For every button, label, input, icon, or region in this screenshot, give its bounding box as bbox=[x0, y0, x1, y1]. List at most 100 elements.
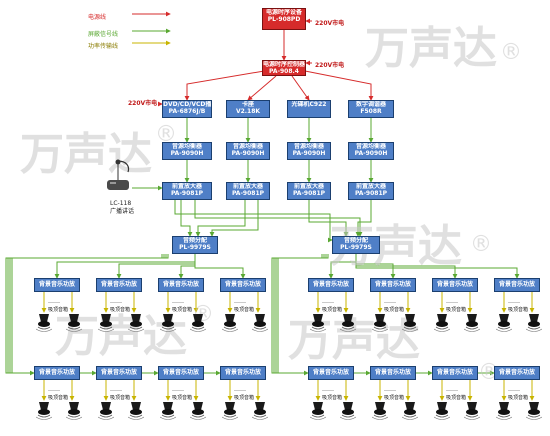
speaker-label: 吸顶音箱 bbox=[446, 395, 467, 401]
preamp-1: 前置放大器 PA-9081P bbox=[162, 182, 212, 200]
amplifier-label: 背景音乐功放 bbox=[498, 369, 535, 376]
speaker-label: 吸顶音箱 bbox=[48, 307, 69, 313]
speaker-dots: …… bbox=[446, 298, 458, 305]
preamp-2: 前置放大器 PA-9081P bbox=[226, 182, 270, 200]
speaker-dots: …… bbox=[172, 386, 184, 393]
amplifier-label: 背景音乐功放 bbox=[224, 369, 261, 376]
speaker-label: 吸顶音箱 bbox=[508, 307, 529, 313]
mic-label: 广播讲话 bbox=[110, 208, 135, 215]
background-music-amplifier: 背景音乐功放 bbox=[308, 278, 354, 292]
mic-model: LC-118 bbox=[110, 200, 132, 207]
speaker-label: 吸顶音箱 bbox=[384, 395, 405, 401]
power-label-sequencer: 220V市电 bbox=[315, 62, 345, 69]
amplifier-label: 背景音乐功放 bbox=[498, 281, 535, 288]
equalizer-name: 音源均衡器 bbox=[232, 143, 263, 150]
distributor-model: PL-9979S bbox=[340, 244, 372, 251]
speaker-label: 吸顶音箱 bbox=[508, 395, 529, 401]
legend-power: 电源线 bbox=[88, 14, 107, 21]
equalizer-model: PA-9090H bbox=[292, 150, 326, 157]
speaker-dots: …… bbox=[234, 386, 246, 393]
power-wire bbox=[184, 69, 271, 101]
power-wire bbox=[247, 75, 277, 101]
speaker-label: 吸顶音箱 bbox=[384, 307, 405, 313]
legend-speaker: 功率传输线 bbox=[88, 43, 119, 50]
background-music-amplifier: 背景音乐功放 bbox=[158, 278, 204, 292]
background-music-amplifier: 背景音乐功放 bbox=[370, 366, 416, 380]
speaker-label: 吸顶音箱 bbox=[172, 395, 193, 401]
preamp-3: 前置放大器 PA-9081P bbox=[287, 182, 331, 200]
amplifier-label: 背景音乐功放 bbox=[38, 281, 75, 288]
preamp-name: 前置放大器 bbox=[232, 183, 263, 190]
distributor-right: 音频分配 PL-9979S bbox=[332, 236, 380, 254]
preamp-model: PA-9081P bbox=[170, 190, 204, 197]
watermark-mark: ® bbox=[155, 122, 177, 147]
speaker-label: 吸顶音箱 bbox=[234, 395, 255, 401]
source-name: 数字调谐器 bbox=[355, 101, 386, 108]
source-model: F508R bbox=[360, 108, 382, 115]
sequencer-model: PA-908.4 bbox=[269, 68, 299, 75]
power-sequencer: 电源时序控制器 PA-908.4 bbox=[262, 60, 306, 76]
equalizer-model: PA-9090H bbox=[354, 150, 388, 157]
preamp-4: 前置放大器 PA-9081P bbox=[348, 182, 394, 200]
sequencer-name: 电源时序控制器 bbox=[263, 61, 305, 68]
distributor-name: 音频分配 bbox=[343, 237, 368, 244]
speaker-label: 吸顶音箱 bbox=[110, 307, 131, 313]
amplifier-label: 背景音乐功放 bbox=[374, 281, 411, 288]
preamp-name: 前置放大器 bbox=[293, 183, 324, 190]
signal-wire bbox=[209, 200, 259, 237]
speaker-dots: …… bbox=[48, 386, 60, 393]
background-music-amplifier: 背景音乐功放 bbox=[370, 278, 416, 292]
amplifier-label: 背景音乐功放 bbox=[162, 281, 199, 288]
equalizer-name: 音源均衡器 bbox=[355, 143, 386, 150]
speaker-dots: …… bbox=[322, 298, 334, 305]
background-music-amplifier: 背景音乐功放 bbox=[96, 278, 142, 292]
background-music-amplifier: 背景音乐功放 bbox=[96, 366, 142, 380]
speaker-label: 吸顶音箱 bbox=[322, 307, 343, 313]
power-label-dvd: 220V市电 bbox=[128, 100, 158, 107]
background-music-amplifier: 背景音乐功放 bbox=[158, 366, 204, 380]
background-music-amplifier: 背景音乐功放 bbox=[432, 278, 478, 292]
speaker-label: 吸顶音箱 bbox=[322, 395, 343, 401]
source-cd: 光碟机C922 bbox=[287, 100, 331, 118]
preamp-model: PA-9081P bbox=[231, 190, 265, 197]
speaker-dots: …… bbox=[172, 298, 184, 305]
signal-wire bbox=[195, 200, 246, 237]
legend-signal: 屏蔽信号线 bbox=[88, 31, 119, 38]
speaker-label: 吸顶音箱 bbox=[446, 307, 467, 313]
source-name: DVD/CD/VCD播放机 bbox=[163, 101, 211, 108]
amplifier-label: 背景音乐功放 bbox=[312, 281, 349, 288]
power-device-model: PL-908PD bbox=[267, 16, 301, 23]
signal-wire bbox=[355, 200, 372, 237]
watermark: 万声达 bbox=[20, 129, 152, 180]
signal-wire bbox=[180, 200, 193, 237]
background-music-amplifier: 背景音乐功放 bbox=[494, 278, 540, 292]
background-music-amplifier: 背景音乐功放 bbox=[308, 366, 354, 380]
source-model: V2.18K bbox=[235, 108, 261, 115]
signal-wire bbox=[178, 254, 196, 279]
speaker-label: 吸顶音箱 bbox=[110, 395, 131, 401]
microphone-icon bbox=[104, 158, 132, 194]
amplifier-label: 背景音乐功放 bbox=[38, 369, 75, 376]
source-tuner: 数字调谐器 F508R bbox=[348, 100, 394, 118]
speaker-dots: …… bbox=[110, 298, 122, 305]
amplifier-label: 背景音乐功放 bbox=[100, 369, 137, 376]
power-wire bbox=[291, 75, 310, 101]
speaker-dots: …… bbox=[110, 386, 122, 393]
watermark-mark: ® bbox=[500, 40, 522, 65]
speaker-label: 吸顶音箱 bbox=[172, 307, 193, 313]
speaker-dots: …… bbox=[508, 298, 520, 305]
equalizer-model: PA-9090H bbox=[170, 150, 204, 157]
background-music-amplifier: 背景音乐功放 bbox=[220, 278, 266, 292]
background-music-amplifier: 背景音乐功放 bbox=[432, 366, 478, 380]
preamp-model: PA-9081P bbox=[292, 190, 326, 197]
speaker-dots: …… bbox=[508, 386, 520, 393]
power-label-top: 220V市电 bbox=[315, 20, 345, 27]
speaker-dots: …… bbox=[384, 386, 396, 393]
distributor-model: PL-9979S bbox=[179, 244, 211, 251]
speaker-label: 吸顶音箱 bbox=[234, 307, 255, 313]
signal-wire bbox=[174, 200, 333, 243]
background-music-amplifier: 背景音乐功放 bbox=[220, 366, 266, 380]
watermark: 万声达 bbox=[365, 23, 497, 74]
